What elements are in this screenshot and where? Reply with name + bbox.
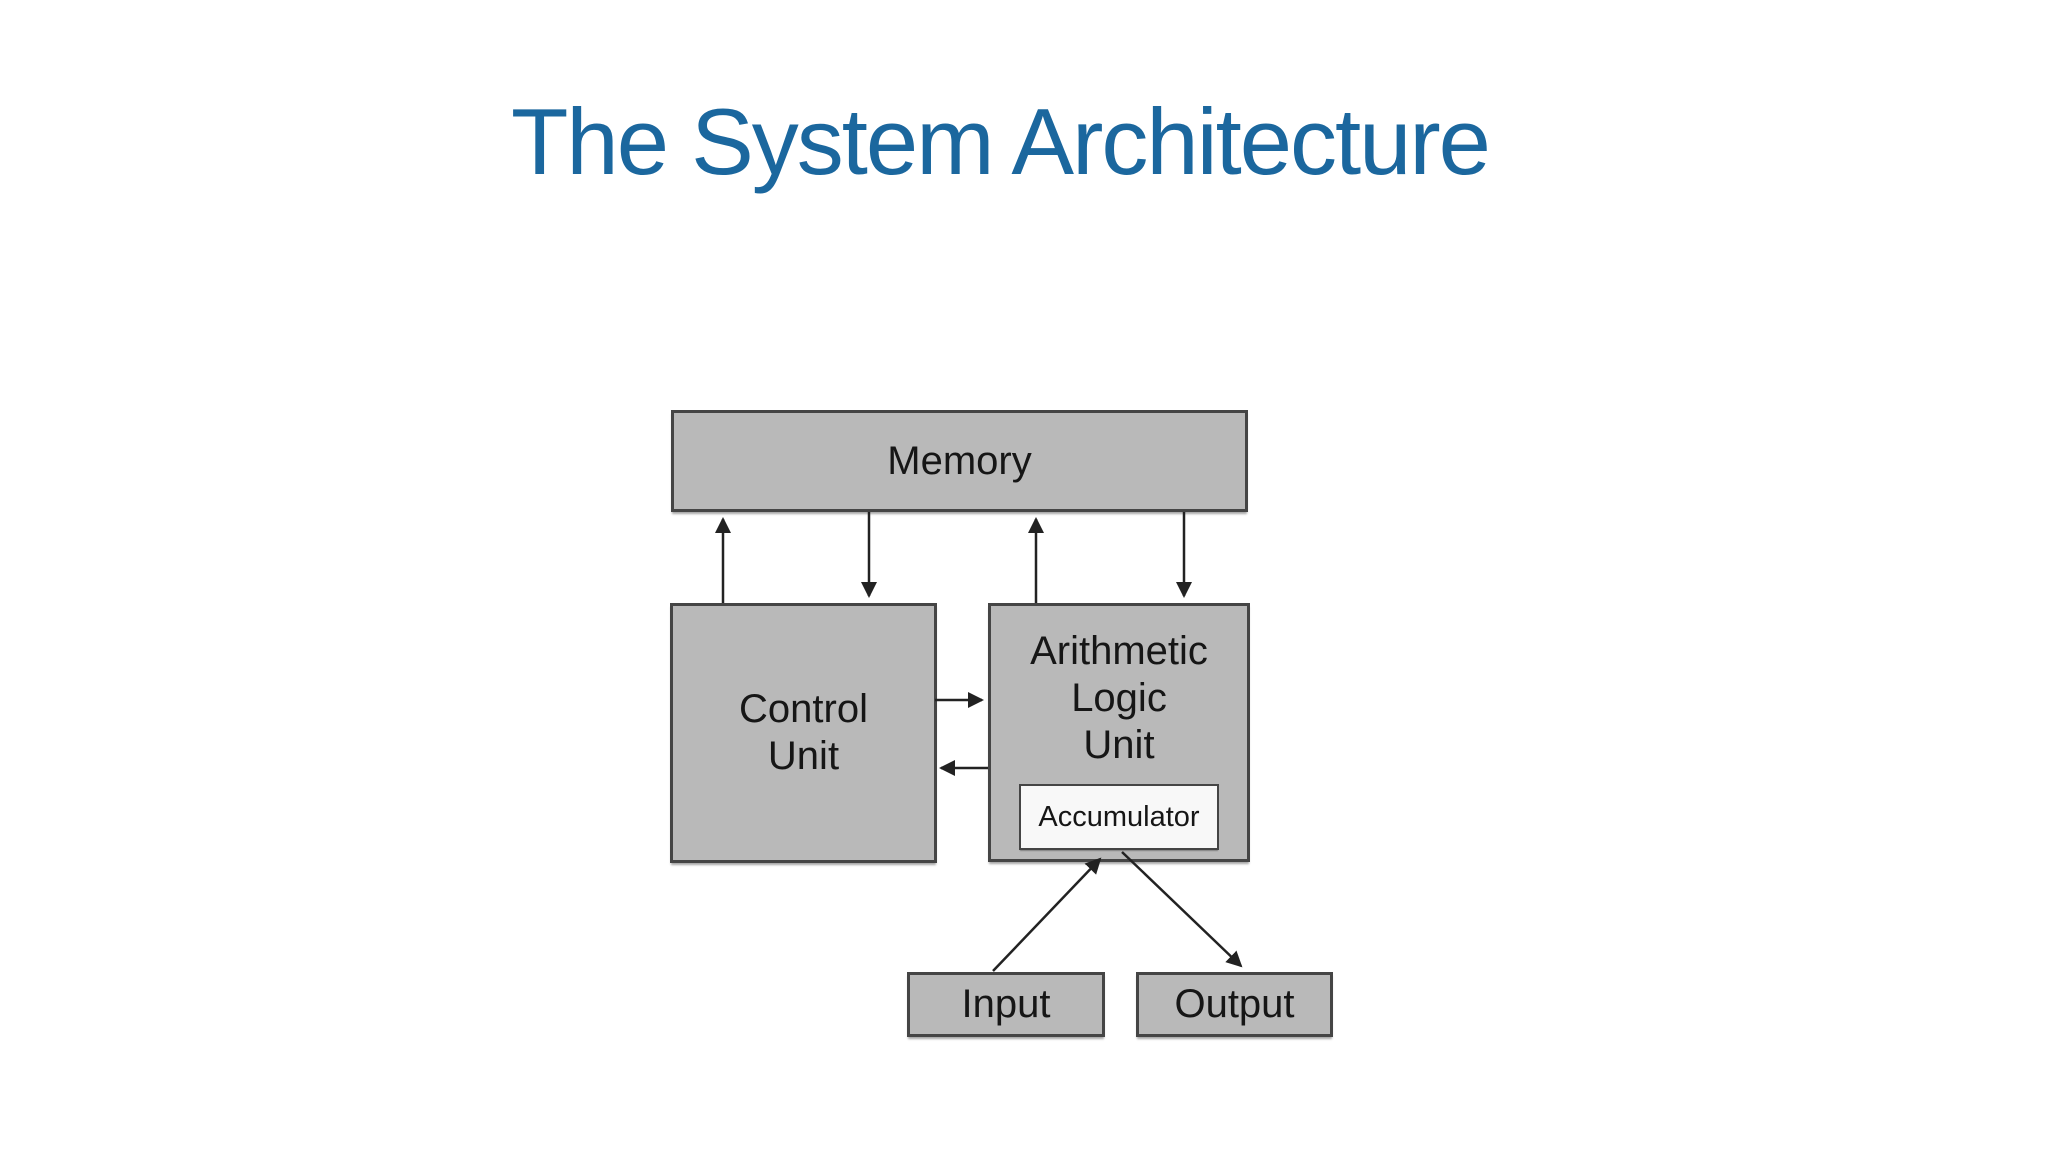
arrow-accumulator-to-output (1121, 851, 1243, 968)
page-title: The System Architecture (511, 89, 1491, 194)
arrow-input-to-accumulator (992, 857, 1102, 972)
accumulator-box: Accumulator (1019, 784, 1219, 850)
memory-label: Memory (887, 438, 1032, 483)
memory-box: Memory (671, 410, 1248, 512)
input-label: Input (961, 982, 1051, 1026)
output-label: Output (1174, 982, 1295, 1026)
alu-label: Arithmetic Logic Unit (1030, 629, 1208, 767)
output-box: Output (1136, 972, 1333, 1037)
control-unit-box: Control Unit (670, 603, 937, 863)
input-box: Input (907, 972, 1105, 1037)
control-unit-label: Control Unit (739, 687, 868, 778)
accumulator-label: Accumulator (1038, 800, 1200, 833)
